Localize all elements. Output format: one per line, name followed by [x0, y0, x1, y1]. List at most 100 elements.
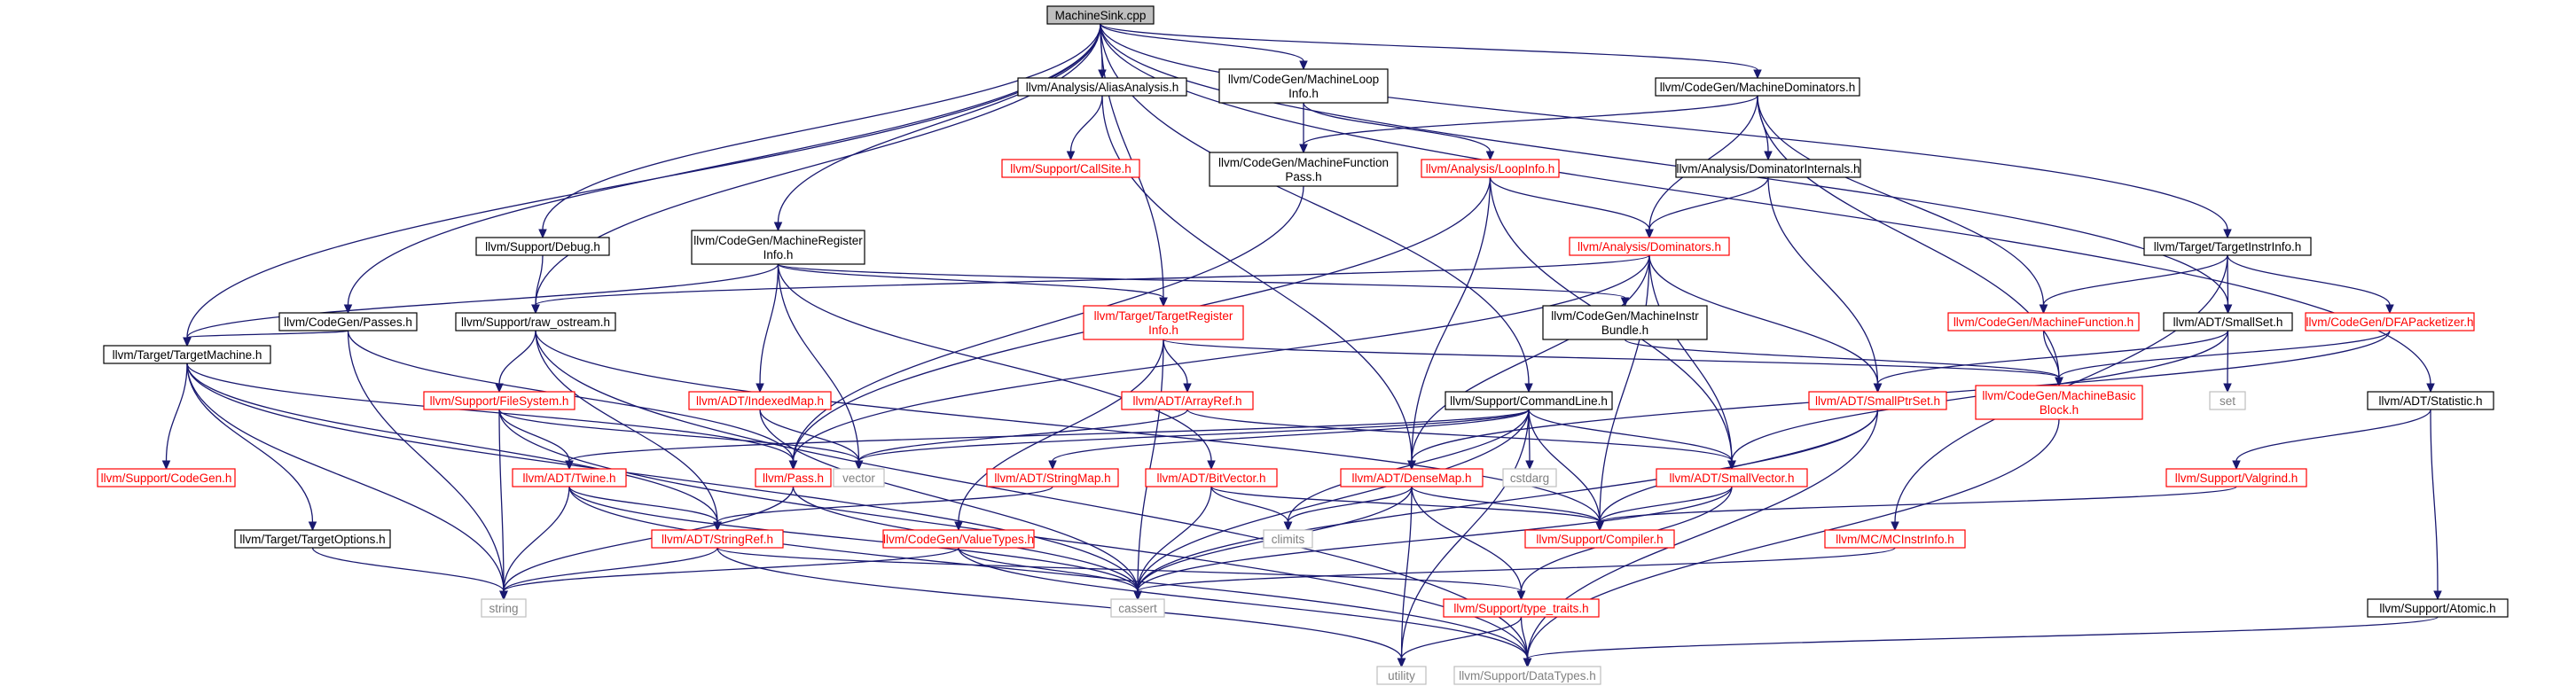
node-label: Block.h	[2040, 403, 2079, 417]
edge-commandline-to-stringmap	[1048, 409, 1530, 471]
edge-targetmachine-to-targetoptions	[186, 363, 317, 532]
edge-smallvector-to-compiler	[1595, 486, 1733, 532]
node-compiler[interactable]: llvm/Support/Compiler.h	[1524, 529, 1675, 549]
node-atomic[interactable]: llvm/Support/Atomic.h	[2367, 598, 2509, 618]
edge-stringref-to-type-traits	[716, 547, 1526, 601]
node-label: llvm/CodeGen/ValueTypes.h	[883, 533, 1034, 546]
node-label: llvm/CodeGen/MachineDominators.h	[1660, 81, 1856, 94]
graph-nodes: MachineSink.cpp llvm/Analysis/AliasAnalys…	[97, 5, 2509, 685]
node-dominatorinternals[interactable]: llvm/Analysis/DominatorInternals.h	[1675, 159, 1861, 178]
node-commandline[interactable]: llvm/Support/CommandLine.h	[1445, 391, 1613, 410]
node-machinesink: MachineSink.cpp	[1046, 5, 1155, 25]
node-machinedominators[interactable]: llvm/CodeGen/MachineDominators.h	[1655, 77, 1860, 97]
node-label: llvm/Support/type_traits.h	[1453, 602, 1588, 615]
node-dfapacketizer[interactable]: llvm/CodeGen/DFAPacketizer.h	[2305, 312, 2475, 331]
node-valuetypes[interactable]: llvm/CodeGen/ValueTypes.h	[882, 529, 1035, 549]
node-pass[interactable]: llvm/Pass.h	[755, 468, 832, 487]
edge-commandline-to-utility	[1397, 409, 1530, 668]
node-supportcodegen[interactable]: llvm/Support/CodeGen.h	[97, 468, 236, 487]
edge-commandline-to-twine	[565, 409, 1530, 471]
node-targetoptions[interactable]: llvm/Target/TargetOptions.h	[234, 529, 391, 549]
node-label: llvm/Support/raw_ostream.h	[461, 316, 610, 329]
node-label: llvm/ADT/StringMap.h	[994, 472, 1110, 485]
node-aliasanalysis[interactable]: llvm/Analysis/AliasAnalysis.h	[1017, 77, 1187, 97]
edge-twine-to-string	[499, 486, 570, 601]
edge-filesystem-to-string	[498, 409, 508, 601]
node-smallptrset[interactable]: llvm/ADT/SmallPtrSet.h	[1808, 391, 1947, 410]
edge-machineregisterinfo-to-targetmachine	[183, 263, 779, 347]
edge-machinedominators-to-machinefunctionpass	[1299, 95, 1758, 154]
node-dominators[interactable]: llvm/Analysis/Dominators.h	[1569, 237, 1730, 256]
node-string: string	[481, 598, 527, 618]
node-label: llvm/ADT/Statistic.h	[2378, 394, 2482, 408]
node-label: llvm/Support/Valgrind.h	[2175, 472, 2298, 485]
node-cassert: cassert	[1110, 598, 1165, 618]
node-bitvector[interactable]: llvm/ADT/BitVector.h	[1145, 468, 1278, 487]
node-filesystem[interactable]: llvm/Support/FileSystem.h	[423, 391, 575, 410]
edge-codegenpasses-to-string	[347, 330, 508, 601]
edge-twine-to-stringref	[568, 486, 722, 532]
node-label: llvm/Support/FileSystem.h	[430, 394, 569, 408]
graph-edges	[161, 23, 2442, 668]
node-vector: vector	[833, 468, 885, 487]
node-twine[interactable]: llvm/ADT/Twine.h	[512, 468, 627, 487]
node-label: llvm/ADT/SmallSet.h	[2173, 316, 2283, 329]
edge-machinesink-to-machineregisterinfo	[773, 23, 1101, 232]
edge-machinesink-to-targetinstrinfo	[1100, 23, 2232, 239]
node-type-traits[interactable]: llvm/Support/type_traits.h	[1443, 598, 1600, 618]
node-cstdarg: cstdarg	[1502, 468, 1557, 487]
node-label: llvm/CodeGen/MachineBasic	[1982, 389, 2136, 402]
node-raw-ostream[interactable]: llvm/Support/raw_ostream.h	[455, 312, 616, 331]
edge-codegenpasses-to-targetmachine	[183, 330, 349, 347]
node-label: llvm/CodeGen/Passes.h	[284, 316, 412, 329]
node-statistic[interactable]: llvm/ADT/Statistic.h	[2367, 391, 2494, 410]
node-callsite[interactable]: llvm/Support/CallSite.h	[1001, 159, 1140, 178]
node-label: llvm/Analysis/DominatorInternals.h	[1676, 162, 1860, 175]
node-densemap[interactable]: llvm/ADT/DenseMap.h	[1340, 468, 1484, 487]
node-debug[interactable]: llvm/Support/Debug.h	[475, 237, 610, 256]
edge-dominatorinternals-to-dominators	[1645, 176, 1769, 239]
node-valgrind[interactable]: llvm/Support/Valgrind.h	[2165, 468, 2307, 487]
edge-dfapacketizer-to-machinebasicblock	[2055, 330, 2391, 387]
node-codegenpasses[interactable]: llvm/CodeGen/Passes.h	[278, 312, 418, 331]
node-smallvector[interactable]: llvm/ADT/SmallVector.h	[1656, 468, 1808, 487]
node-label: llvm/ADT/ArrayRef.h	[1132, 394, 1241, 408]
node-label: llvm/Target/TargetInstrInfo.h	[2154, 240, 2302, 253]
edge-raw-ostream-to-filesystem	[495, 330, 536, 394]
node-label: llvm/Analysis/AliasAnalysis.h	[1026, 81, 1179, 94]
node-label: llvm/ADT/BitVector.h	[1156, 472, 1265, 485]
edge-raw-ostream-to-compiler	[535, 330, 1604, 532]
node-mcinstrinfo[interactable]: llvm/MC/MCInstrInfo.h	[1824, 529, 1966, 549]
node-stringmap[interactable]: llvm/ADT/StringMap.h	[986, 468, 1119, 487]
node-label: llvm/ADT/StringRef.h	[662, 533, 773, 546]
edge-targetregisterinfo-to-arrayref	[1163, 339, 1192, 394]
node-targetmachine[interactable]: llvm/Target/TargetMachine.h	[103, 345, 271, 364]
edge-aliasanalysis-to-callsite	[1066, 95, 1103, 161]
node-targetinstrinfo[interactable]: llvm/Target/TargetInstrInfo.h	[2143, 237, 2312, 256]
node-label: llvm/Analysis/Dominators.h	[1578, 240, 1721, 253]
node-label: llvm/ADT/IndexedMap.h	[696, 394, 824, 408]
node-smallset[interactable]: llvm/ADT/SmallSet.h	[2163, 312, 2293, 331]
node-label: Pass.h	[1285, 170, 1321, 183]
node-arrayref[interactable]: llvm/ADT/ArrayRef.h	[1121, 391, 1254, 410]
edge-targetinstrinfo-to-dfapacketizer	[2227, 254, 2394, 315]
edge-statistic-to-valgrind	[2232, 409, 2431, 471]
node-label: llvm/Support/Debug.h	[485, 240, 600, 253]
edge-valuetypes-to-cassert	[958, 547, 1142, 601]
node-label: llvm/CodeGen/MachineFunction.h	[1954, 316, 2134, 329]
node-stringref[interactable]: llvm/ADT/StringRef.h	[651, 529, 784, 549]
node-indexedmap[interactable]: llvm/ADT/IndexedMap.h	[688, 391, 832, 410]
node-label: llvm/ADT/DenseMap.h	[1351, 472, 1471, 485]
edge-commandline-to-smallvector	[1528, 409, 1736, 471]
node-label: llvm/Target/TargetOptions.h	[239, 533, 385, 546]
node-label: llvm/ADT/SmallPtrSet.h	[1815, 394, 1940, 408]
node-label: llvm/MC/MCInstrInfo.h	[1836, 533, 1954, 546]
node-machinefunction[interactable]: llvm/CodeGen/MachineFunction.h	[1947, 312, 2140, 331]
node-loopinfo[interactable]: llvm/Analysis/LoopInfo.h	[1421, 159, 1560, 178]
